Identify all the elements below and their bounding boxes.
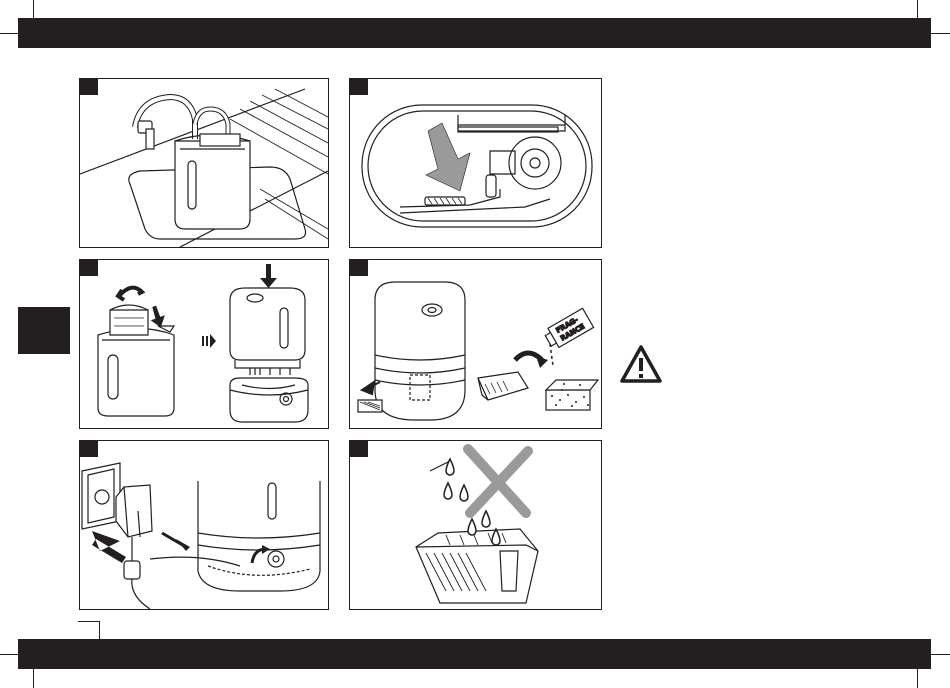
crop-mark xyxy=(33,0,34,18)
water-drop-icon xyxy=(350,441,601,609)
panel-3-assemble xyxy=(79,259,329,429)
footer-bar xyxy=(18,639,931,669)
crop-mark xyxy=(917,0,918,18)
warning-triangle-icon xyxy=(619,344,663,384)
crop-mark xyxy=(931,33,950,34)
page-corner-mark xyxy=(99,621,100,639)
crop-mark xyxy=(0,654,18,655)
panel-5-plug-in xyxy=(79,440,329,610)
page-corner-mark xyxy=(78,621,100,622)
panel-2-base-top-view xyxy=(349,78,602,248)
left-arrow-icon xyxy=(350,260,601,428)
panel-6-do-not-wet xyxy=(349,440,602,610)
header-bar xyxy=(18,18,931,48)
right-arrow-icon xyxy=(80,260,328,428)
section-tab xyxy=(18,307,70,354)
panel-4-fragrance: FRAG- RANCE xyxy=(349,259,602,429)
rotate-arrow-icon xyxy=(80,441,328,609)
crop-mark xyxy=(931,654,950,655)
crop-mark xyxy=(0,33,18,34)
panel-1-fill-tank xyxy=(79,78,329,248)
crop-mark xyxy=(917,669,918,688)
down-arrow-icon xyxy=(350,79,601,247)
crop-mark xyxy=(33,669,34,688)
